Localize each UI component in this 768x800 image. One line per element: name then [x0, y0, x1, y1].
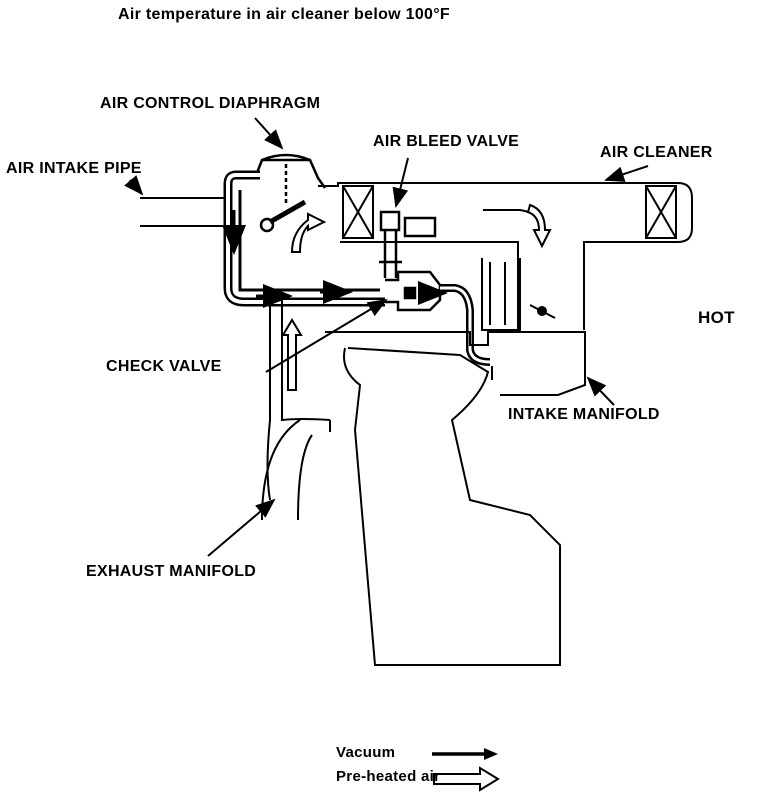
legend-vacuum-arrow: [432, 748, 498, 760]
label-air-bleed-valve: AIR BLEED VALVE: [373, 133, 520, 150]
label-air-control-diaphragm: AIR CONTROL DIAPHRAGM: [100, 95, 321, 112]
exhaust-manifold: [261, 300, 561, 666]
label-air-intake-pipe: AIR INTAKE PIPE: [6, 160, 142, 177]
check-valve: [385, 270, 491, 366]
preheated-air-arrows: [281, 203, 552, 391]
label-hot: HOT: [698, 308, 735, 327]
leader-arrows: [124, 117, 649, 557]
label-check-valve: CHECK VALVE: [106, 358, 222, 375]
air-intake-pipe: [140, 197, 228, 227]
legend-preheated-air-label: Pre-heated air: [336, 768, 441, 785]
diagram-title: Air temperature in air cleaner below 100…: [118, 6, 451, 23]
label-exhaust-manifold: EXHAUST MANIFOLD: [86, 563, 257, 580]
legend-vacuum-label: Vacuum: [336, 744, 396, 761]
label-intake-manifold: INTAKE MANIFOLD: [508, 406, 660, 423]
air-control-diaphragm: [253, 153, 327, 233]
legend-preheated-arrow: [433, 766, 500, 792]
air-bleed-valve: [379, 210, 437, 278]
label-air-cleaner: AIR CLEANER: [600, 144, 713, 161]
carburetor: [481, 258, 556, 331]
intake-manifold: [325, 331, 586, 396]
